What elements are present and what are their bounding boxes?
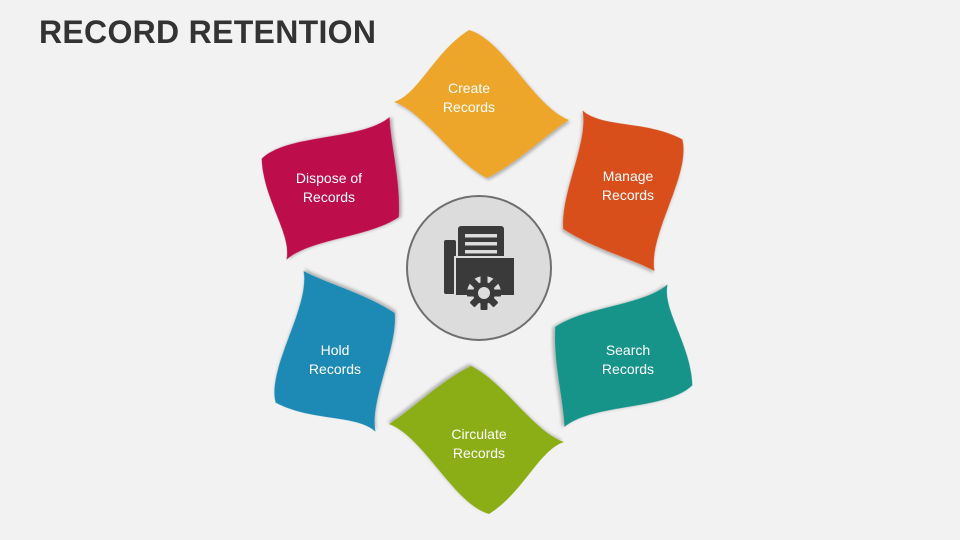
petal-shape: [563, 110, 684, 271]
document-gear-icon: [444, 226, 516, 310]
petal-label-line2: Records: [602, 361, 654, 377]
petal-shape: [394, 30, 569, 178]
petal-label-line2: Records: [602, 187, 654, 203]
petal-shape: [389, 366, 564, 514]
petal-shape: [274, 271, 395, 432]
petal-shape: [261, 117, 400, 260]
page-title: RECORD RETENTION: [39, 14, 377, 50]
petal-label-line1: Manage: [603, 168, 654, 184]
petal-label: Dispose of Records: [296, 170, 362, 205]
petal-label-line1: Circulate: [451, 426, 506, 442]
petal-label-line2: Records: [309, 361, 361, 377]
petal-label-line1: Hold: [321, 342, 350, 358]
center-hub: [406, 195, 552, 341]
petal-dispose-records: Dispose of Records: [261, 117, 400, 260]
petal-label-line1: Dispose of: [296, 170, 362, 186]
petal-label-line2: Records: [453, 445, 505, 461]
petal-label-line1: Search: [606, 342, 650, 358]
petal-label-line2: Records: [303, 189, 355, 205]
petal-label-line1: Create: [448, 80, 490, 96]
petal-label-line2: Records: [443, 99, 495, 115]
petal-shape: [554, 284, 693, 427]
